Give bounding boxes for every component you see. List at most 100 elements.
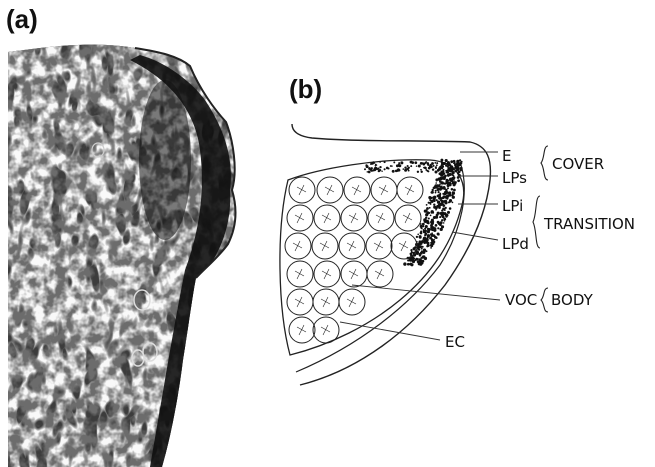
stipple-dot [434, 236, 437, 239]
stipple-dot [416, 251, 419, 254]
stipple-dot [442, 165, 445, 168]
stipple-dot [433, 239, 435, 241]
stipple-dot [453, 181, 456, 184]
stipple-dot [379, 161, 380, 162]
stipple-dot [445, 213, 448, 216]
label-lp-deep: LPd [502, 235, 529, 253]
stipple-dot [425, 238, 428, 241]
stipple-dot [456, 161, 459, 164]
stipple-dot [428, 202, 430, 204]
stipple-dot [436, 199, 438, 201]
stipple-dot [428, 167, 431, 170]
stipple-dot [451, 171, 454, 174]
stipple-dot [449, 170, 452, 173]
stipple-dot [422, 240, 424, 242]
stipple-dot [434, 185, 436, 187]
stipple-dot [435, 171, 438, 174]
stipple-dot [441, 163, 443, 165]
stipple-dot [445, 196, 448, 199]
stipple-dot [445, 171, 447, 173]
stipple-dot [438, 204, 441, 207]
stipple-dot [431, 162, 434, 165]
stipple-dot [431, 165, 432, 166]
stipple-dot [415, 258, 418, 261]
stipple-dot [430, 215, 432, 217]
stipple-dot [417, 171, 419, 173]
label-lp-intermediate: LPi [502, 197, 523, 215]
stipple-dot [423, 229, 425, 231]
stipple-dot [430, 228, 432, 230]
stipple-dot [452, 191, 454, 193]
stipple-dot [372, 161, 374, 163]
stipple-dot [447, 165, 449, 167]
stipple-dot [435, 190, 437, 192]
stipple-dot [426, 245, 428, 247]
stipple-dot [417, 260, 420, 263]
stipple-dot [440, 177, 443, 180]
stipple-dot [437, 201, 440, 204]
stipple-dot [416, 236, 418, 238]
stipple-dot [390, 165, 392, 167]
stipple-dot [431, 191, 434, 194]
stipple-dot [375, 164, 377, 166]
stipple-dot [425, 225, 428, 228]
stipple-dot [439, 193, 441, 195]
stipple-dot [398, 162, 400, 164]
stipple-dot [434, 162, 436, 164]
stipple-dot [398, 164, 401, 167]
stipple-dot [414, 161, 417, 164]
stipple-dot [436, 214, 439, 217]
stipple-dot [368, 170, 371, 173]
stipple-dot [386, 167, 389, 170]
stipple-dot [428, 217, 430, 219]
stipple-dot [441, 161, 443, 163]
stipple-dot [413, 261, 415, 263]
stipple-dot [440, 228, 443, 231]
panel-label-a: (a) [6, 4, 38, 35]
stipple-dot [433, 204, 435, 206]
stipple-dot [451, 177, 454, 180]
stipple-dot [442, 170, 444, 172]
stipple-dot [447, 187, 449, 189]
stipple-dot [429, 207, 431, 209]
stipple-dot [445, 170, 447, 172]
stipple-dot [457, 164, 460, 167]
stipple-dot [425, 230, 427, 232]
stipple-dot [439, 216, 441, 218]
stipple-dot [422, 255, 424, 257]
stipple-dot [434, 227, 437, 230]
panel-label-b: (b) [289, 74, 322, 105]
label-epithelium: E [502, 147, 511, 165]
stipple-dot [453, 163, 454, 164]
stipple-dot [393, 161, 395, 163]
stipple-dot [426, 204, 428, 206]
stipple-dot [403, 262, 406, 265]
stipple-dot [451, 194, 453, 196]
stipple-dot [447, 211, 450, 214]
stipple-dot [442, 215, 445, 218]
stipple-dot [431, 219, 434, 222]
stipple-dot [436, 179, 438, 181]
stipple-dot [418, 242, 421, 245]
stipple-dot [440, 212, 443, 215]
stipple-dot [426, 207, 429, 210]
stipple-dot [375, 165, 377, 167]
stipple-dot [411, 252, 413, 254]
stipple-dot [400, 161, 402, 163]
stipple-dot [419, 235, 422, 238]
stipple-dot [423, 218, 426, 221]
stipple-dot [437, 233, 439, 235]
stipple-dot [439, 188, 442, 191]
stipple-dot [445, 207, 447, 209]
stipple-dot [384, 168, 386, 170]
stipple-dot [423, 236, 426, 239]
stipple-dot [435, 192, 437, 194]
stipple-dot [392, 170, 395, 173]
stipple-dot [364, 168, 366, 170]
stipple-dot [449, 201, 451, 203]
stipple-dot [430, 234, 433, 237]
stipple-dot [420, 171, 422, 173]
stipple-dot [427, 220, 429, 222]
stipple-dot [404, 166, 406, 168]
